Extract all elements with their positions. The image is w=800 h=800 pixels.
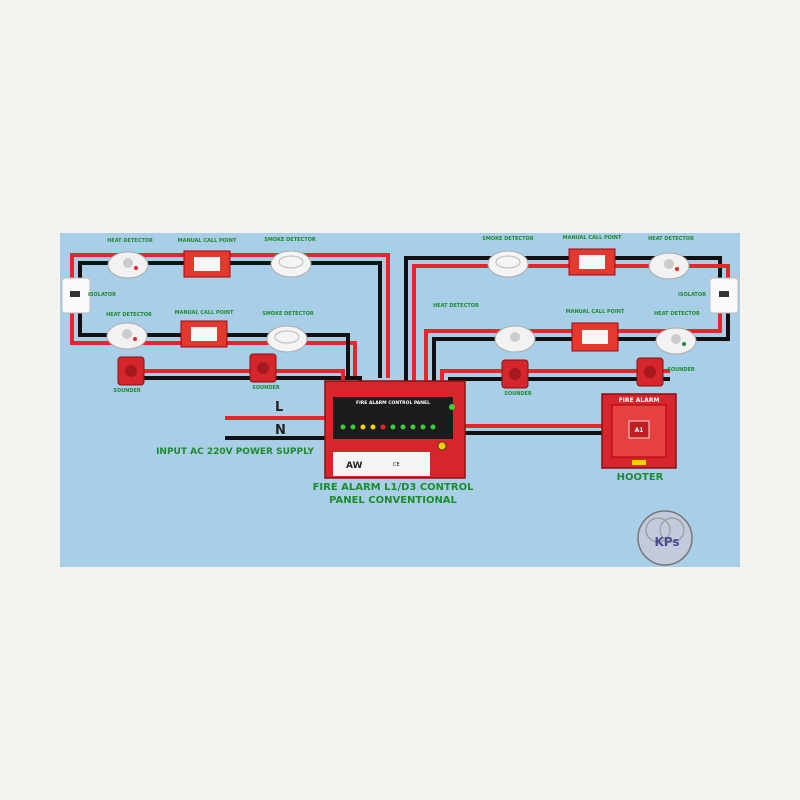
label-heat-detector-rb: HEAT DETECTOR — [654, 311, 700, 317]
panel-header-text: FIRE ALARM CONTROL PANEL — [356, 400, 430, 406]
label-smoke-detector-lt: SMOKE DETECTOR — [264, 237, 316, 243]
panel-status-leds — [340, 424, 436, 430]
hooter-badge: A1 — [635, 427, 644, 434]
label-sounder-right-1: SOUNDER — [504, 391, 532, 397]
hooter-header-text: FIRE ALARM — [619, 397, 660, 404]
label-isolator-left: ISOLATOR — [88, 292, 116, 298]
hooter-device: FIRE ALARM A1 — [601, 393, 677, 469]
panel-caption-line2: PANEL CONVENTIONAL — [329, 495, 457, 506]
sounder-right-2 — [636, 357, 664, 387]
manual-call-point-right-bottom — [571, 322, 619, 352]
sounder-left-1 — [117, 356, 145, 386]
panel-caption-line1: FIRE ALARM L1/D3 CONTROL — [312, 482, 474, 493]
label-sounder-left-2: SOUNDER — [252, 385, 280, 391]
label-mcp-rt: MANUAL CALL POINT — [562, 235, 622, 241]
label-smoke-detector-lb: SMOKE DETECTOR — [262, 311, 314, 317]
heat-detector-right-bottom-left — [494, 325, 536, 353]
panel-caption: FIRE ALARM L1/D3 CONTROL PANEL CONVENTIO… — [313, 481, 474, 507]
isolator-left — [61, 277, 91, 314]
panel-ce-mark: CE — [393, 462, 400, 468]
panel-brand-logo: AW — [346, 461, 363, 471]
label-heat-detector-lt: HEAT DETECTOR — [107, 238, 153, 244]
manual-call-point-right-top — [568, 248, 616, 276]
label-sounder-left-1: SOUNDER — [113, 388, 141, 394]
kps-watermark-logo: KPs — [637, 510, 693, 566]
manual-call-point-left-top — [183, 250, 231, 278]
label-mcp-lt: MANUAL CALL POINT — [177, 238, 237, 244]
line-label-l: L — [275, 400, 284, 415]
label-mcp-rb: MANUAL CALL POINT — [565, 309, 625, 315]
neutral-label-n: N — [275, 423, 286, 438]
label-heat-detector-rb-left: HEAT DETECTOR — [433, 303, 479, 309]
heat-detector-left-top — [107, 251, 149, 279]
label-mcp-lb: MANUAL CALL POINT — [174, 310, 234, 316]
smoke-detector-left-bottom — [266, 325, 308, 353]
sounder-right-1 — [501, 359, 529, 389]
smoke-detector-right-top — [487, 250, 529, 278]
heat-detector-left-bottom — [106, 322, 148, 350]
label-heat-detector-lb: HEAT DETECTOR — [106, 312, 152, 318]
fire-alarm-wiring-diagram: FIRE ALARM CONTROL PANEL AW CE — [60, 233, 740, 567]
isolator-right — [709, 277, 739, 314]
manual-call-point-left-bottom — [180, 320, 228, 348]
label-sounder-right-2: SOUNDER — [667, 367, 695, 373]
heat-detector-right-top — [648, 252, 690, 280]
smoke-detector-left-top — [270, 250, 312, 278]
sounder-left-2 — [249, 353, 277, 383]
label-smoke-detector-rt: SMOKE DETECTOR — [482, 236, 534, 242]
wiring-svg: FIRE ALARM CONTROL PANEL AW CE — [61, 248, 739, 566]
label-heat-detector-rt: HEAT DETECTOR — [648, 236, 694, 242]
hooter-caption: HOOTER — [616, 472, 664, 483]
fire-alarm-control-panel: FIRE ALARM CONTROL PANEL AW CE — [324, 380, 466, 479]
label-isolator-right: ISOLATOR — [678, 292, 706, 298]
watermark-text: KPs — [654, 535, 679, 549]
wires-power-hooter — [225, 416, 605, 440]
heat-detector-right-bottom — [655, 327, 697, 355]
power-supply-label: INPUT AC 220V POWER SUPPLY — [156, 447, 314, 457]
